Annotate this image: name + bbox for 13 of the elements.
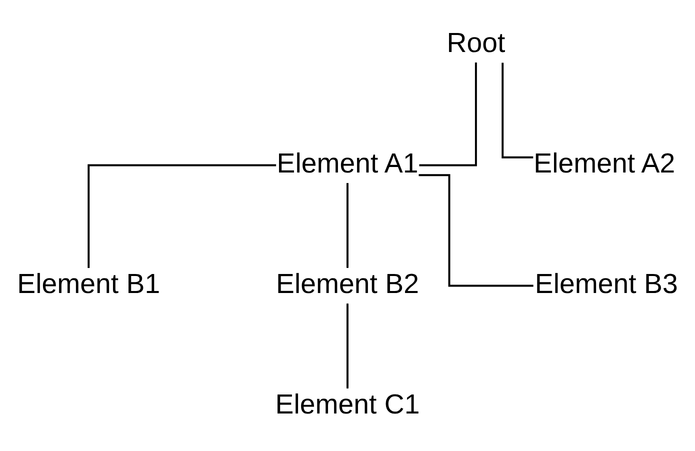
node-text: Element A2 bbox=[534, 148, 676, 179]
node-text: Element B3 bbox=[534, 268, 678, 300]
node-text: Root bbox=[446, 27, 506, 58]
node-text: Element B2 bbox=[276, 268, 419, 300]
connector bbox=[502, 62, 534, 158]
connector bbox=[88, 164, 276, 268]
connector bbox=[418, 174, 534, 287]
node-text: Element B1 bbox=[17, 268, 160, 300]
connector bbox=[346, 183, 348, 268]
node-text: Element A1 bbox=[276, 148, 418, 179]
connector bbox=[346, 304, 348, 388]
node-text: Element C1 bbox=[275, 388, 420, 420]
connector bbox=[419, 62, 477, 166]
